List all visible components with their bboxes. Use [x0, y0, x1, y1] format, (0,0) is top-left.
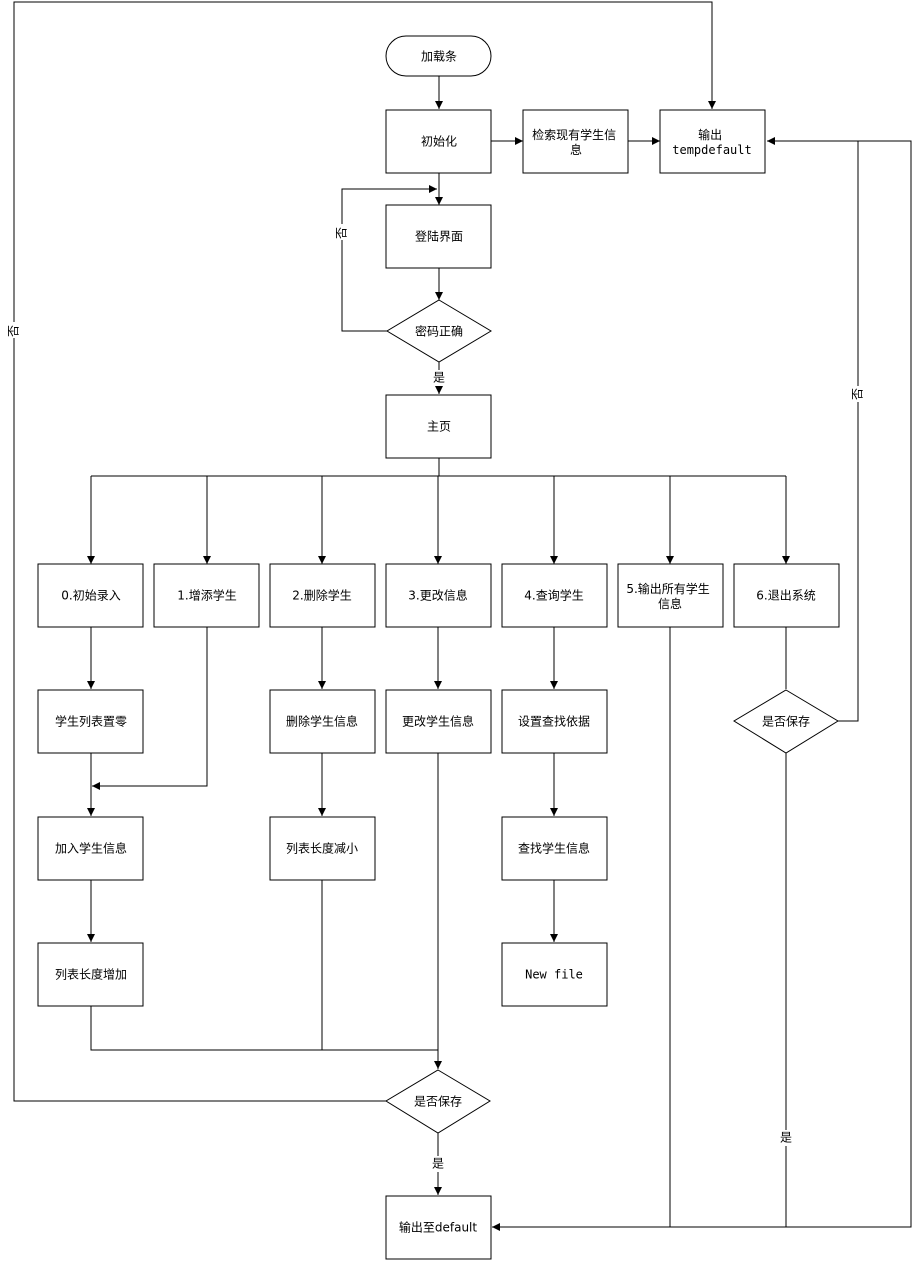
edge-increase-join — [90, 1006, 438, 1051]
label-exit-yes: 是 — [780, 1131, 792, 1145]
node-change-info-label: 更改学生信息 — [402, 714, 474, 729]
node-find-info: 查找学生信息 — [501, 816, 608, 881]
node-new-file-label: New file — [525, 968, 583, 982]
node-save-check-exit-label: 是否保存 — [762, 715, 810, 729]
node-start: 加载条 — [385, 35, 492, 77]
node-output-default-label: 输出至default — [399, 1220, 478, 1235]
edge-opt1-add — [92, 627, 208, 790]
node-save-check-main-label: 是否保存 — [414, 1095, 462, 1109]
node-find-info-label: 查找学生信息 — [518, 841, 590, 856]
label-exit-no: 否 — [851, 388, 865, 400]
node-opt0-label: 0.初始录入 — [61, 589, 120, 603]
edge-password-no-loop — [341, 185, 437, 332]
node-opt5-line-2: 信息 — [658, 596, 682, 611]
node-opt4-label: 4.查询学生 — [524, 588, 583, 603]
node-start-label: 加载条 — [421, 50, 457, 64]
node-login-label: 登陆界面 — [415, 229, 463, 244]
edge-right-return — [492, 140, 912, 1231]
node-new-file: New file — [501, 942, 608, 1007]
nodes: 加载条 初始化 检索现有学生信 息 输出 tempdefault 登陆界面 — [37, 35, 840, 1260]
node-search-existing: 检索现有学生信 息 — [522, 109, 629, 174]
node-init: 初始化 — [385, 109, 492, 174]
node-opt3: 3.更改信息 — [385, 563, 492, 628]
node-list-increase-label: 列表长度增加 — [55, 967, 127, 982]
node-add-info: 加入学生信息 — [37, 816, 144, 881]
node-delete-info: 删除学生信息 — [269, 689, 376, 754]
edge-main-save-no — [13, 1, 716, 1102]
node-list-decrease: 列表长度减小 — [269, 816, 376, 881]
node-opt1: 1.增添学生 — [153, 563, 260, 628]
edge-decrease-join — [321, 880, 438, 1051]
node-opt4: 4.查询学生 — [501, 563, 608, 628]
node-output-temp-line-1: 输出 — [698, 127, 722, 142]
svg-text:检索现有学生信 息: 检索现有学生信 息 — [532, 127, 620, 157]
node-delete-info-label: 删除学生信息 — [286, 714, 358, 729]
node-opt0: 0.初始录入 — [37, 563, 144, 628]
node-opt6-label: 6.退出系统 — [756, 589, 815, 603]
node-login: 登陆界面 — [385, 204, 492, 269]
node-change-info: 更改学生信息 — [385, 689, 492, 754]
node-opt5-line-1: 5.输出所有学生 — [626, 581, 709, 596]
node-home-label: 主页 — [427, 420, 451, 434]
label-password-yes: 是 — [433, 371, 445, 385]
edge-labels: 否 是 否 否 是 是 — [6, 224, 866, 1172]
node-output-temp-line-2: tempdefault — [672, 143, 751, 157]
node-password-check: 密码正确 — [386, 299, 492, 363]
node-opt2-label: 2.删除学生 — [292, 588, 351, 603]
node-output-default: 输出至default — [385, 1195, 492, 1260]
node-save-check-main: 是否保存 — [385, 1069, 491, 1134]
node-search-existing-line-1: 检索现有学生信 — [532, 127, 616, 142]
node-list-increase: 列表长度增加 — [37, 942, 144, 1007]
node-opt3-label: 3.更改信息 — [408, 588, 467, 603]
edge-exit-save-no — [767, 137, 859, 722]
svg-text:输出 tempdefault: 输出 tempdefault — [672, 127, 751, 157]
edges — [13, 1, 912, 1231]
label-main-yes: 是 — [432, 1157, 444, 1171]
node-reset-list: 学生列表置零 — [37, 689, 144, 754]
node-opt2: 2.删除学生 — [269, 563, 376, 628]
node-output-temp: 输出 tempdefault — [659, 109, 766, 174]
node-opt5: 5.输出所有学生 信息 — [617, 563, 724, 628]
node-save-check-exit: 是否保存 — [733, 689, 839, 754]
node-password-check-label: 密码正确 — [415, 324, 463, 339]
node-init-label: 初始化 — [421, 135, 457, 149]
label-login-no: 否 — [335, 227, 349, 239]
node-list-decrease-label: 列表长度减小 — [286, 841, 358, 856]
node-home: 主页 — [385, 394, 492, 459]
node-set-criteria: 设置查找依据 — [501, 689, 608, 754]
svg-text:5.输出所有学生 信息: 5.输出所有学生 信息 — [626, 581, 713, 611]
node-opt6: 6.退出系统 — [733, 563, 840, 628]
node-add-info-label: 加入学生信息 — [55, 841, 127, 856]
node-opt1-label: 1.增添学生 — [177, 588, 236, 603]
node-reset-list-label: 学生列表置零 — [55, 714, 127, 729]
node-set-criteria-label: 设置查找依据 — [518, 714, 590, 729]
node-search-existing-line-2: 息 — [570, 142, 582, 157]
label-main-no: 否 — [7, 325, 21, 337]
